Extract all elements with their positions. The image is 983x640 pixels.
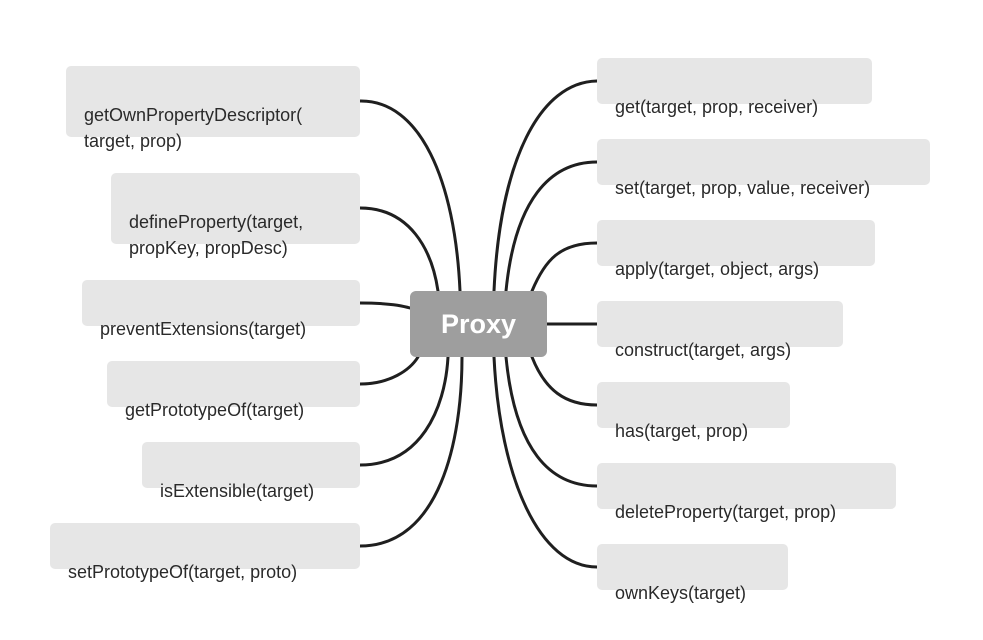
node-label: getOwnPropertyDescriptor( target, prop) [84,105,303,151]
node-label: setPrototypeOf(target, proto) [68,562,298,582]
link-has [530,355,599,407]
node-label: preventExtensions(target) [100,319,307,339]
node-has: has(target, prop) [597,382,790,441]
link-set [504,160,599,293]
node-get-prototype-of: getPrototypeOf(target) [107,361,360,420]
node-label: ownKeys(target) [615,583,747,603]
node-label: construct(target, args) [615,340,792,360]
node-define-property: defineProperty(target, propKey, propDesc… [111,173,360,258]
node-is-extensible: isExtensible(target) [142,442,360,501]
node-delete-property: deleteProperty(target, prop) [597,463,896,522]
node-label: has(target, prop) [615,421,749,441]
link-prevent-extensions [358,301,412,310]
node-own-keys: ownKeys(target) [597,544,788,603]
link-get [492,79,599,293]
link-get-own-property-descriptor [358,99,462,293]
node-label: defineProperty(target, propKey, propDesc… [129,212,304,258]
node-construct: construct(target, args) [597,301,843,360]
link-delete-property [504,355,599,488]
node-set: set(target, prop, value, receiver) [597,139,930,198]
center-label: Proxy [440,308,517,339]
center-node-proxy: Proxy [410,291,547,357]
node-prevent-extensions: preventExtensions(target) [82,280,360,339]
node-label: apply(target, object, args) [615,259,820,279]
node-label: deleteProperty(target, prop) [615,502,837,522]
node-label: getPrototypeOf(target) [125,400,305,420]
node-label: get(target, prop, receiver) [615,97,819,117]
link-define-property [358,206,440,293]
node-get-own-property-descriptor: getOwnPropertyDescriptor( target, prop) [66,66,360,151]
link-get-prototype-of [358,355,420,386]
node-apply: apply(target, object, args) [597,220,875,279]
link-apply [530,241,599,293]
node-set-prototype-of: setPrototypeOf(target, proto) [50,523,360,582]
link-set-prototype-of [358,355,464,548]
node-label: set(target, prop, value, receiver) [615,178,871,198]
link-own-keys [492,355,599,569]
node-get: get(target, prop, receiver) [597,58,872,117]
link-is-extensible [358,355,450,467]
node-label: isExtensible(target) [160,481,315,501]
